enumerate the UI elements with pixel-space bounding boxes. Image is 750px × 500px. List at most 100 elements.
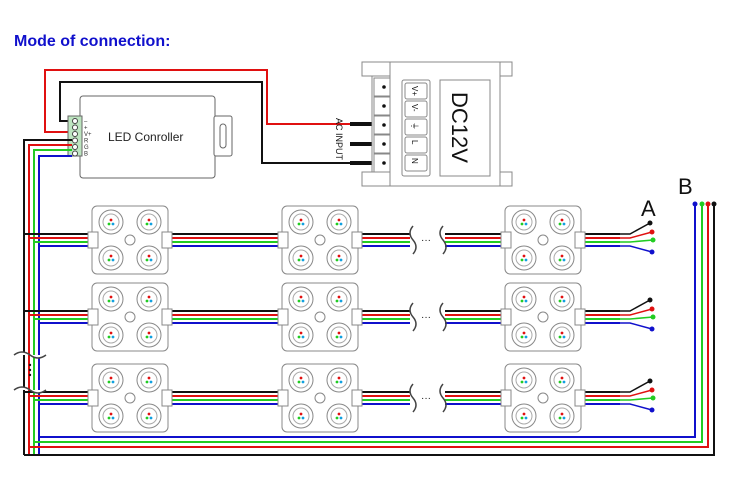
- output-a-wire-red: [620, 231, 653, 239]
- led-red: [337, 412, 341, 416]
- wire-break: [409, 302, 417, 332]
- module-tab: [87, 231, 99, 249]
- led-lens-inner: [515, 326, 533, 344]
- output-a-wire-black: [620, 380, 651, 393]
- led-red: [522, 218, 526, 222]
- led-blue: [111, 416, 115, 420]
- led-blue: [149, 258, 153, 262]
- output-a-terminal-red: [649, 387, 655, 393]
- led-blue: [524, 416, 528, 420]
- led-blue: [301, 299, 305, 303]
- led-red: [560, 376, 564, 380]
- led-blue: [149, 299, 153, 303]
- psu-terminal-screw: [382, 161, 386, 165]
- led-red: [147, 376, 151, 380]
- led-red: [337, 254, 341, 258]
- wire-break: [13, 351, 47, 359]
- led-blue: [562, 222, 566, 226]
- led-green: [297, 299, 301, 303]
- led-blue: [339, 416, 343, 420]
- psu-terminal-label: V-: [410, 104, 419, 112]
- output-b-terminal-red: [705, 201, 711, 207]
- output-a-wire-red: [620, 308, 653, 316]
- led-blue: [524, 380, 528, 384]
- controller-pin-label: +: [84, 126, 88, 132]
- led-green: [520, 416, 524, 420]
- led-red: [560, 295, 564, 299]
- led-blue: [562, 416, 566, 420]
- led-green: [297, 416, 301, 420]
- module-tab: [161, 231, 173, 249]
- led-lens-inner: [292, 249, 310, 267]
- led-blue: [111, 222, 115, 226]
- led-red: [109, 218, 113, 222]
- led-green: [558, 299, 562, 303]
- led-green: [558, 335, 562, 339]
- controller-pin-label: –: [84, 119, 88, 125]
- led-red: [299, 295, 303, 299]
- led-lens-inner: [515, 290, 533, 308]
- led-red: [299, 376, 303, 380]
- led-lens-inner: [330, 371, 348, 389]
- wire-break: [439, 302, 447, 332]
- led-lens-inner: [330, 407, 348, 425]
- ac-input-label: AC INPUT: [334, 118, 344, 161]
- psu-terminal-label: N: [410, 158, 419, 164]
- led-lens-inner: [140, 407, 158, 425]
- output-a-terminal-green: [650, 395, 656, 401]
- led-red: [147, 331, 151, 335]
- led-blue: [301, 222, 305, 226]
- controller-pin-label: G: [84, 145, 89, 151]
- controller-pin-label: V+: [84, 132, 92, 138]
- led-green: [335, 299, 339, 303]
- output-a-wire-blue: [620, 245, 653, 253]
- led-green: [335, 380, 339, 384]
- module-tab: [87, 308, 99, 326]
- led-module: [277, 205, 363, 275]
- output-a-terminal-blue: [649, 326, 655, 332]
- psu-terminal-screw: [382, 123, 386, 127]
- controller-pin: [72, 118, 78, 124]
- led-red: [560, 331, 564, 335]
- led-lens-inner: [102, 371, 120, 389]
- output-a-wire-black: [620, 299, 651, 312]
- led-green: [335, 335, 339, 339]
- psu-terminal-label-box: [404, 82, 428, 100]
- led-green: [558, 258, 562, 262]
- led-blue: [339, 380, 343, 384]
- led-green: [520, 380, 524, 384]
- module-screw-hole: [537, 311, 549, 323]
- led-green: [558, 380, 562, 384]
- led-red: [522, 254, 526, 258]
- led-blue: [524, 258, 528, 262]
- led-blue: [562, 335, 566, 339]
- led-blue: [562, 380, 566, 384]
- led-blue: [524, 335, 528, 339]
- output-a-wire-green: [620, 316, 654, 320]
- module-tab: [161, 389, 173, 407]
- output-a-wire-green: [620, 397, 654, 401]
- output-a-label: A: [641, 196, 656, 221]
- controller-label: LED Conroller: [108, 130, 183, 144]
- controller-pin-label: B: [84, 152, 88, 158]
- wire-break: [13, 386, 47, 394]
- output-a-terminal-red: [649, 229, 655, 235]
- led-lens-inner: [140, 290, 158, 308]
- led-lens-inner: [292, 290, 310, 308]
- psu-label: DC12V: [447, 92, 472, 163]
- psu-terminal-label: ⏚: [410, 122, 419, 130]
- module-screw-hole: [124, 392, 136, 404]
- output-a-wire-red: [620, 389, 653, 397]
- output-a-wire-blue: [620, 322, 653, 330]
- led-red: [147, 295, 151, 299]
- led-blue: [301, 380, 305, 384]
- module-screw-hole: [314, 311, 326, 323]
- led-lens-inner: [553, 213, 571, 231]
- output-a-terminal-red: [649, 306, 655, 312]
- led-blue: [562, 299, 566, 303]
- led-blue: [524, 222, 528, 226]
- controller-to-psu-wires: [44, 69, 378, 164]
- led-blue: [149, 380, 153, 384]
- led-green: [107, 416, 111, 420]
- led-lens-inner: [515, 249, 533, 267]
